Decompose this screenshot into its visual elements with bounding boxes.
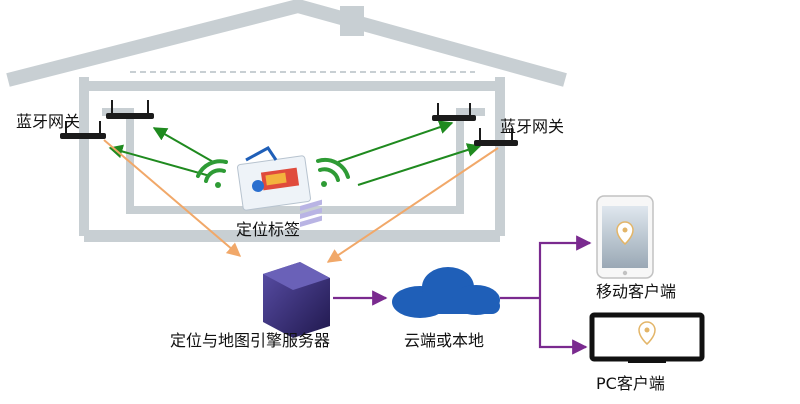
output-arrows <box>333 235 592 355</box>
router-icon <box>60 100 154 139</box>
wifi-signal-icon <box>196 159 228 188</box>
badge-tag-icon <box>237 146 311 211</box>
wifi-signal-icon <box>316 157 350 187</box>
gateway-left-label: 蓝牙网关 <box>16 112 81 131</box>
server-label: 定位与地图引擎服务器 <box>170 331 331 350</box>
cloud-label: 云端或本地 <box>404 331 485 350</box>
map-pin-icon <box>638 321 656 345</box>
router-icon <box>432 103 518 146</box>
signal-arrows <box>108 120 482 186</box>
smartphone-icon <box>596 195 654 279</box>
monitor-icon <box>589 312 705 363</box>
data-arrows <box>103 139 499 263</box>
map-pin-icon <box>616 221 634 245</box>
cloud-icon <box>392 267 500 318</box>
mobile-client-label: 移动客户端 <box>596 282 677 301</box>
tag-label: 定位标签 <box>236 220 301 239</box>
server-icon <box>263 199 330 338</box>
pc-client-label: PC客户端 <box>596 374 665 393</box>
house-outline <box>6 0 567 242</box>
gateway-right-label: 蓝牙网关 <box>500 117 565 136</box>
